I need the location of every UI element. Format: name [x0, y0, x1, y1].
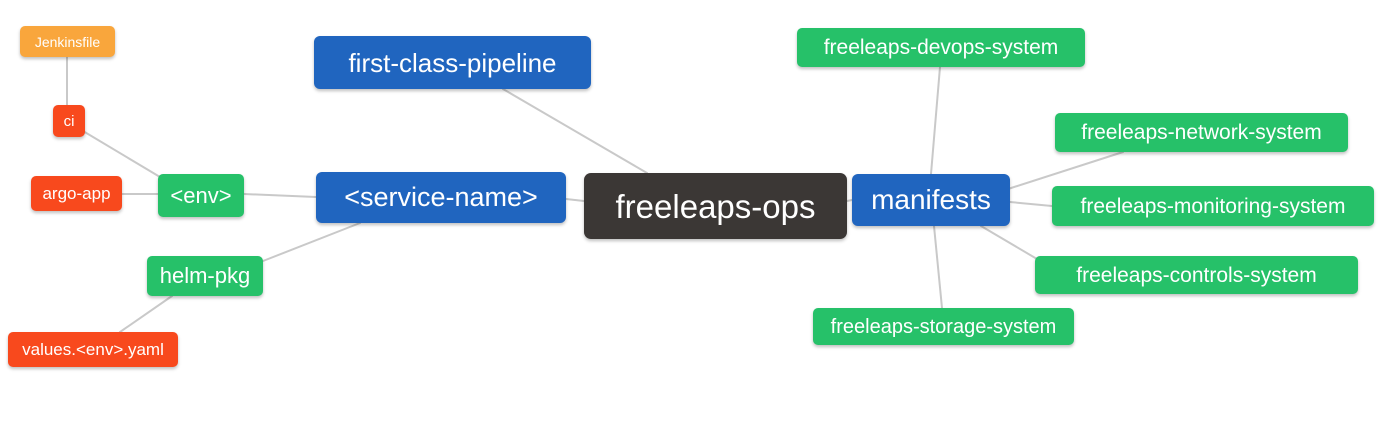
node-freeleaps-controls-system[interactable]: freeleaps-controls-system [1035, 256, 1358, 294]
edge-values-helm-pkg [119, 295, 173, 333]
edge-manifests-controls [980, 225, 1038, 260]
node-first-class-pipeline[interactable]: first-class-pipeline [314, 36, 591, 89]
edge-devops-manifests [930, 66, 941, 175]
edge-pipeline-ops [502, 88, 648, 174]
node-manifests[interactable]: manifests [852, 174, 1010, 226]
node-ci[interactable]: ci [53, 105, 85, 137]
edge-manifests-monitoring [1009, 201, 1053, 207]
edge-service-name-ops [565, 198, 585, 202]
node-freeleaps-monitoring-system[interactable]: freeleaps-monitoring-system [1052, 186, 1374, 226]
node-jenkinsfile[interactable]: Jenkinsfile [20, 26, 115, 57]
edge-helm-pkg-service-name [262, 222, 361, 262]
edge-env-service-name [243, 193, 317, 198]
node-helm-pkg[interactable]: helm-pkg [147, 256, 263, 296]
node-env[interactable]: <env> [158, 174, 244, 217]
node-service-name[interactable]: <service-name> [316, 172, 566, 223]
node-freeleaps-network-system[interactable]: freeleaps-network-system [1055, 113, 1348, 152]
node-values-env-yaml[interactable]: values.<env>.yaml [8, 332, 178, 367]
edge-ci-env [82, 130, 161, 178]
node-freeleaps-storage-system[interactable]: freeleaps-storage-system [813, 308, 1074, 345]
edge-manifests-storage [933, 225, 943, 309]
node-freeleaps-ops[interactable]: freeleaps-ops [584, 173, 847, 239]
node-argo-app[interactable]: argo-app [31, 176, 122, 211]
edge-manifests-network [1007, 151, 1124, 190]
node-freeleaps-devops-system[interactable]: freeleaps-devops-system [797, 28, 1085, 67]
